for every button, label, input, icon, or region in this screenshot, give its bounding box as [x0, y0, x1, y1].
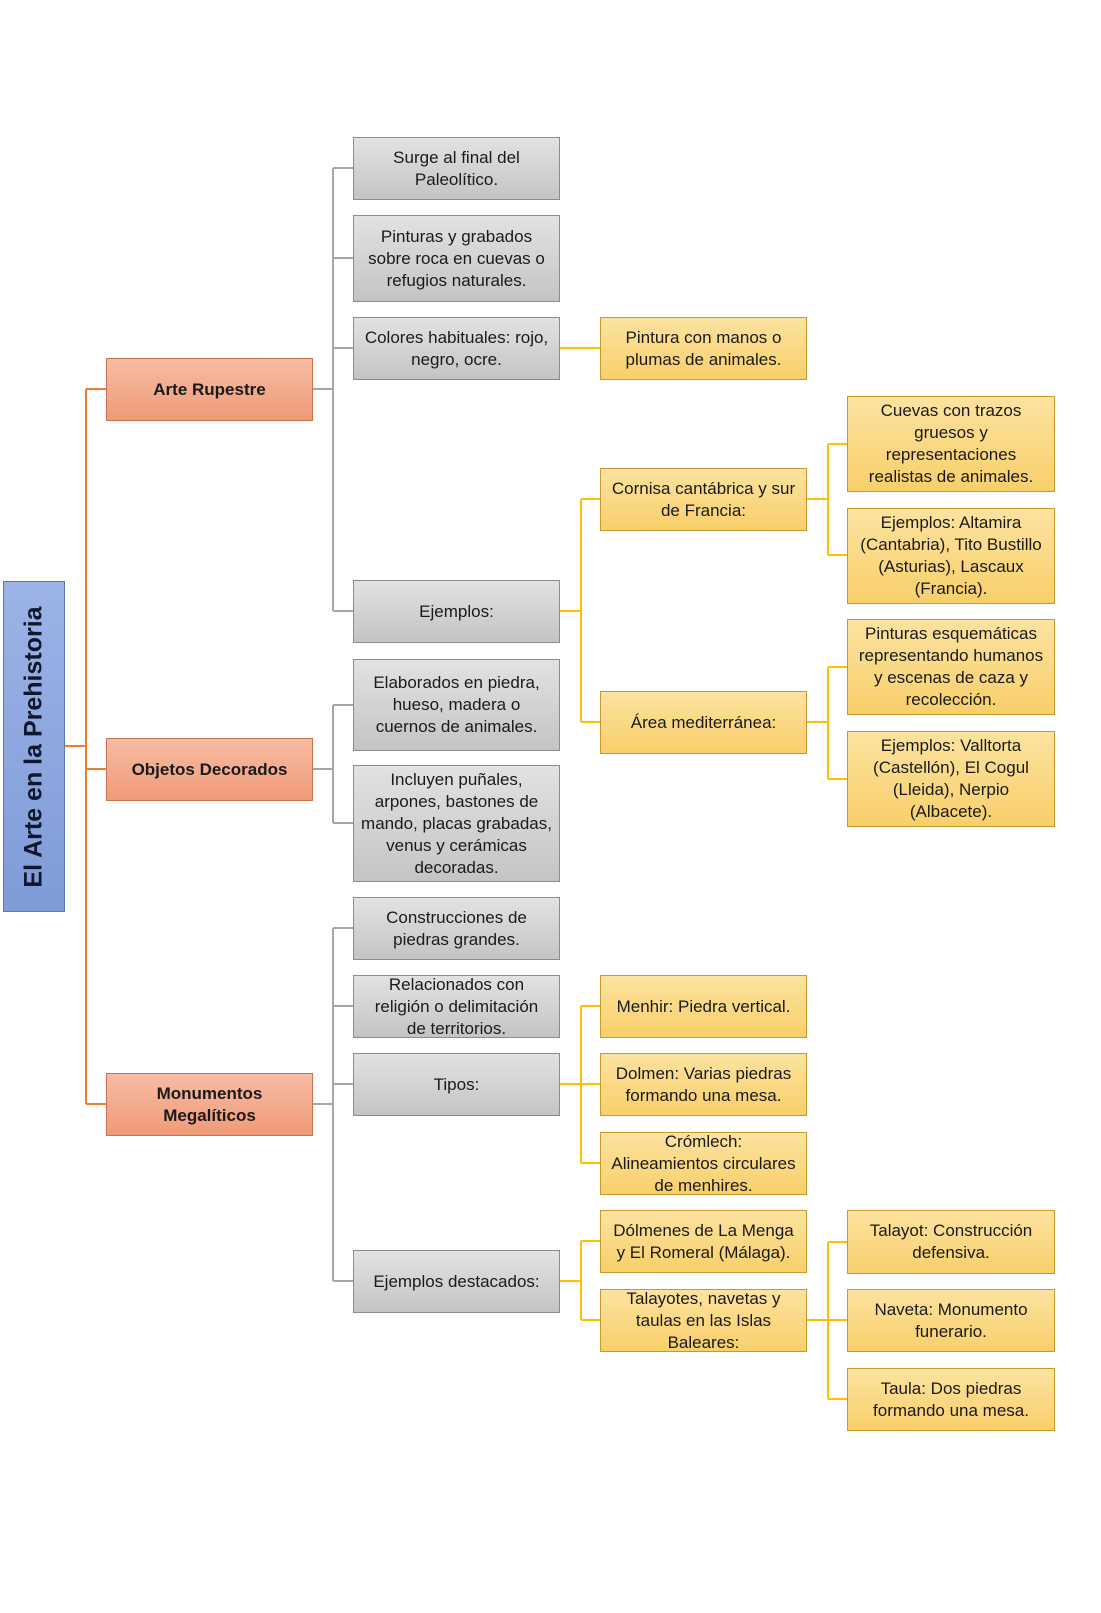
node-label: Dolmen: Varias piedras formando una mesa…: [615, 1063, 792, 1105]
node-label: Área mediterránea:: [630, 712, 777, 732]
node-dolmenes-menga: Dólmenes de La Menga y El Romeral (Málag…: [600, 1210, 807, 1273]
node-taula: Taula: Dos piedras formando una mesa.: [847, 1368, 1055, 1431]
node-label: Ejemplos destacados:: [373, 1271, 540, 1291]
root-node: El Arte en la Prehistoria: [3, 581, 65, 912]
node-label: Ejemplos: Valltorta (Castellón), El Cogu…: [873, 736, 1029, 821]
category-label: Monumentos Megalíticos: [156, 1083, 263, 1125]
node-elaborados: Elaborados en piedra, hueso, madera o cu…: [353, 659, 560, 751]
node-label: Construcciones de piedras grandes.: [386, 907, 527, 949]
node-ejemplos-altamira: Ejemplos: Altamira (Cantabria), Tito Bus…: [847, 508, 1055, 604]
node-label: Pintura con manos o plumas de animales.: [625, 327, 782, 369]
node-talayot: Talayot: Construcción defensiva.: [847, 1210, 1055, 1274]
node-label: Cornisa cantábrica y sur de Francia:: [611, 478, 796, 520]
node-label: Relacionados con religión o delimitación…: [374, 974, 539, 1038]
node-dolmen: Dolmen: Varias piedras formando una mesa…: [600, 1053, 807, 1116]
node-label: Crómlech: Alineamientos circulares de me…: [611, 1131, 796, 1195]
node-label: Elaborados en piedra, hueso, madera o cu…: [373, 673, 540, 736]
node-label: Menhir: Piedra vertical.: [616, 996, 791, 1016]
node-surge: Surge al final del Paleolítico.: [353, 137, 560, 200]
node-cornisa: Cornisa cantábrica y sur de Francia:: [600, 468, 807, 531]
node-label: Pinturas y grabados sobre roca en cuevas…: [368, 226, 545, 290]
node-incluyen: Incluyen puñales, arpones, bastones de m…: [353, 765, 560, 882]
node-label: Naveta: Monumento funerario.: [874, 1299, 1028, 1341]
node-label: Talayotes, navetas y taulas en las Islas…: [626, 1288, 781, 1352]
category-monumentos-megaliticos: Monumentos Megalíticos: [106, 1073, 313, 1136]
node-pintura-manos: Pintura con manos o plumas de animales.: [600, 317, 807, 380]
node-pinturas-grabados: Pinturas y grabados sobre roca en cuevas…: [353, 215, 560, 302]
node-label: Tipos:: [433, 1074, 480, 1094]
node-ejemplos-destacados: Ejemplos destacados:: [353, 1250, 560, 1313]
node-label: Colores habituales: rojo, negro, ocre.: [364, 327, 549, 369]
node-talayotes: Talayotes, navetas y taulas en las Islas…: [600, 1289, 807, 1352]
category-label: Arte Rupestre: [153, 379, 266, 399]
node-ejemplos: Ejemplos:: [353, 580, 560, 643]
node-label: Ejemplos: Altamira (Cantabria), Tito Bus…: [860, 513, 1042, 598]
node-naveta: Naveta: Monumento funerario.: [847, 1289, 1055, 1352]
node-colores: Colores habituales: rojo, negro, ocre.: [353, 317, 560, 380]
node-menhir: Menhir: Piedra vertical.: [600, 975, 807, 1038]
node-construcciones: Construcciones de piedras grandes.: [353, 897, 560, 960]
category-label: Objetos Decorados: [131, 759, 288, 779]
category-objetos-decorados: Objetos Decorados: [106, 738, 313, 801]
node-label: Talayot: Construcción defensiva.: [869, 1221, 1033, 1262]
node-label: Surge al final del Paleolítico.: [393, 147, 520, 189]
category-arte-rupestre: Arte Rupestre: [106, 358, 313, 421]
node-ejemplos-valltorta: Ejemplos: Valltorta (Castellón), El Cogu…: [847, 731, 1055, 827]
node-pinturas-esquematicas: Pinturas esquemáticas representando huma…: [847, 619, 1055, 715]
node-label: Incluyen puñales, arpones, bastones de m…: [361, 769, 552, 877]
node-label: Dólmenes de La Menga y El Romeral (Málag…: [613, 1220, 794, 1262]
node-label: Cuevas con trazos gruesos y representaci…: [868, 401, 1034, 486]
node-cuevas-trazos: Cuevas con trazos gruesos y representaci…: [847, 396, 1055, 492]
root-label: El Arte en la Prehistoria: [20, 605, 48, 888]
node-relacionados: Relacionados con religión o delimitación…: [353, 975, 560, 1038]
node-area-mediterranea: Área mediterránea:: [600, 691, 807, 754]
node-label: Taula: Dos piedras formando una mesa.: [873, 1378, 1029, 1420]
node-label: Ejemplos:: [419, 601, 494, 621]
node-tipos: Tipos:: [353, 1053, 560, 1116]
node-cromlech: Crómlech: Alineamientos circulares de me…: [600, 1132, 807, 1195]
node-label: Pinturas esquemáticas representando huma…: [858, 624, 1044, 709]
